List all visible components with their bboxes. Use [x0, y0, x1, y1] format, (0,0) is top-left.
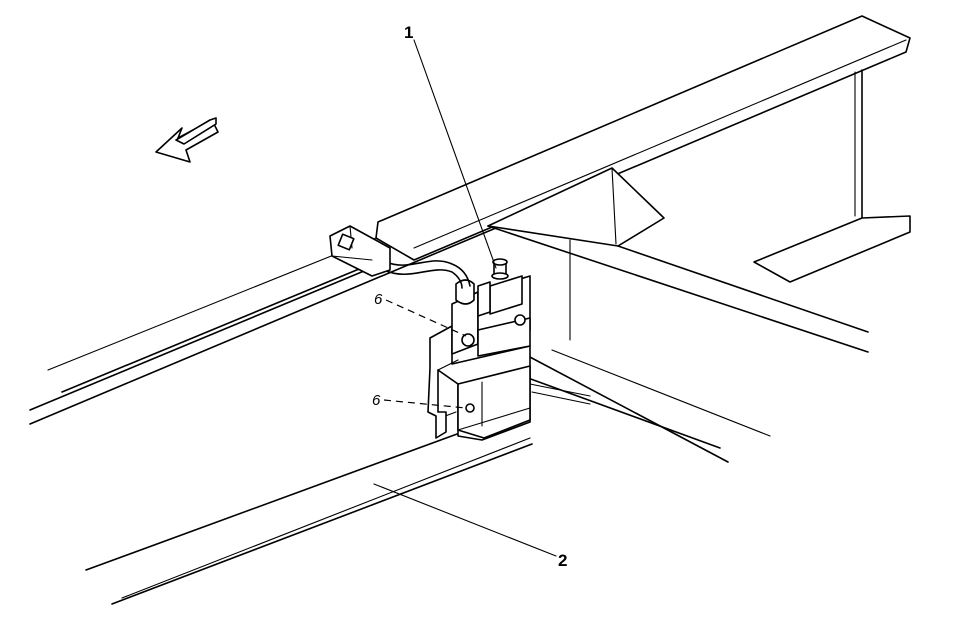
forward-arrow-icon: [155, 117, 219, 163]
cross-member: [487, 167, 869, 463]
callout-1-leader: [413, 39, 497, 269]
upper-frame-rail: [29, 15, 911, 425]
component-module: [451, 258, 531, 413]
callout-1-label: 1: [404, 23, 413, 42]
wiring-harness: [383, 260, 471, 289]
electrical-connector: [329, 225, 391, 277]
mounting-bracket: [427, 325, 531, 441]
fastener-leaders: [383, 299, 467, 409]
fastener-symbol-lower: 6: [372, 392, 381, 409]
callout-2-label: 2: [558, 551, 567, 570]
lower-frame-rail: [85, 411, 533, 605]
fastener-symbol-upper: 6: [374, 291, 383, 308]
callout-2-leader: [373, 483, 557, 557]
